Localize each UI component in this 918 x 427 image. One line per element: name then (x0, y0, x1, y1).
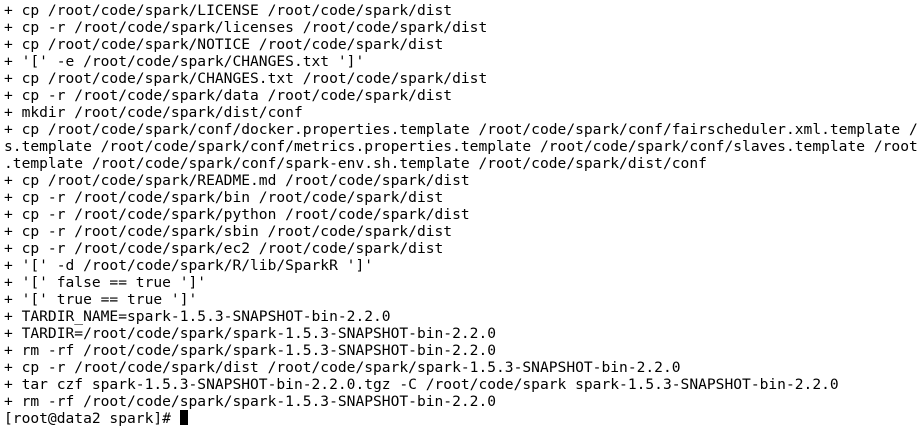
output-line: + rm -rf /root/code/spark/spark-1.5.3-SN… (4, 393, 497, 410)
prompt-line[interactable]: [root@data2 spark]# (4, 410, 918, 427)
output-line: + cp -r /root/code/spark/dist /root/code… (4, 359, 681, 376)
shell-prompt: [root@data2 spark]# (4, 410, 180, 427)
output-line: + cp /root/code/spark/README.md /root/co… (4, 172, 470, 189)
output-line: + cp -r /root/code/spark/bin /root/code/… (4, 189, 444, 206)
output-line: + tar czf spark-1.5.3-SNAPSHOT-bin-2.2.0… (4, 376, 839, 393)
output-line: + cp /root/code/spark/NOTICE /root/code/… (4, 36, 444, 53)
output-line: + cp -r /root/code/spark/ec2 /root/code/… (4, 240, 444, 257)
output-line: + TARDIR=/root/code/spark/spark-1.5.3-SN… (4, 325, 497, 342)
output-line: .template /root/code/spark/conf/spark-en… (4, 155, 707, 172)
output-line: + rm -rf /root/code/spark/spark-1.5.3-SN… (4, 342, 497, 359)
text-cursor (179, 410, 188, 425)
output-line: + cp -r /root/code/spark/licenses /root/… (4, 19, 488, 36)
output-line: + '[' false == true ']' (4, 274, 207, 291)
output-line: + cp -r /root/code/spark/data /root/code… (4, 87, 453, 104)
output-line: + TARDIR_NAME=spark-1.5.3-SNAPSHOT-bin-2… (4, 308, 391, 325)
output-line: + '[' -d /root/code/spark/R/lib/SparkR '… (4, 257, 374, 274)
output-line: + '[' true == true ']' (4, 291, 198, 308)
output-line: + cp -r /root/code/spark/sbin /root/code… (4, 223, 453, 240)
output-line: + cp /root/code/spark/CHANGES.txt /root/… (4, 70, 488, 87)
output-line: s.template /root/code/spark/conf/metrics… (4, 138, 918, 155)
output-line: + cp /root/code/spark/conf/docker.proper… (4, 121, 918, 138)
output-line: + mkdir /root/code/spark/dist/conf (4, 104, 303, 121)
output-line: + cp /root/code/spark/LICENSE /root/code… (4, 2, 453, 19)
output-line: + '[' -e /root/code/spark/CHANGES.txt ']… (4, 53, 365, 70)
output-line: + cp -r /root/code/spark/python /root/co… (4, 206, 470, 223)
